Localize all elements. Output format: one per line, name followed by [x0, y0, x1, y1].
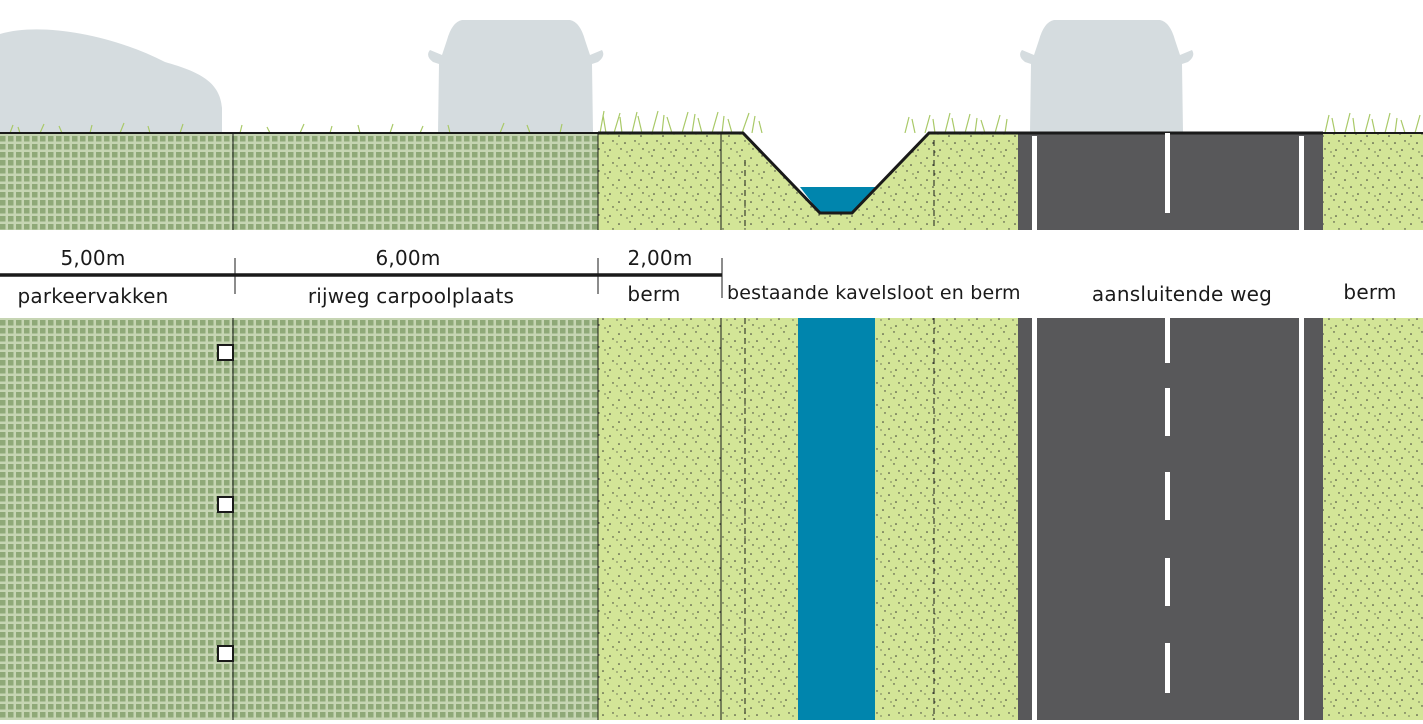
bollard-marker-icon — [217, 344, 234, 662]
parking-surface-plan — [0, 318, 598, 720]
parking-surface-section — [0, 133, 598, 230]
ditch-water-plan — [798, 318, 875, 720]
ditch-profile-line — [598, 131, 1018, 215]
road-section — [1018, 133, 1323, 230]
zone-label-kavelsloot: bestaande kavelsloot en berm — [727, 282, 1021, 304]
section-dividers — [232, 133, 935, 230]
dimension-label-parkeervakken: 5,00m — [60, 246, 126, 270]
dimension-label-rijweg: 6,00m — [375, 246, 441, 270]
road-plan — [1018, 318, 1323, 720]
road-markings-section — [1032, 133, 1304, 230]
ditch-cutout — [743, 133, 929, 213]
dimension-label-berm: 2,00m — [627, 246, 693, 270]
zone-label-rijweg-carpoolplaats: rijweg carpoolplaats — [307, 284, 515, 308]
grass-tuft-icon — [9, 110, 1421, 134]
car-silhouette-icon — [0, 29, 222, 132]
zone-label-berm: berm — [627, 282, 681, 306]
dimension-line — [0, 258, 723, 298]
verge-plan-right — [1323, 318, 1423, 720]
zone-label-berm-right: berm — [1343, 280, 1397, 304]
car-silhouette-icon — [428, 20, 604, 132]
verge-section-right — [1323, 133, 1423, 230]
zone-label-aansluitende-weg: aansluitende weg — [1091, 282, 1273, 306]
car-silhouette-icon — [1020, 20, 1194, 132]
road-markings-plan — [1032, 318, 1304, 720]
zone-label-parkeervakken: parkeervakken — [17, 284, 169, 308]
